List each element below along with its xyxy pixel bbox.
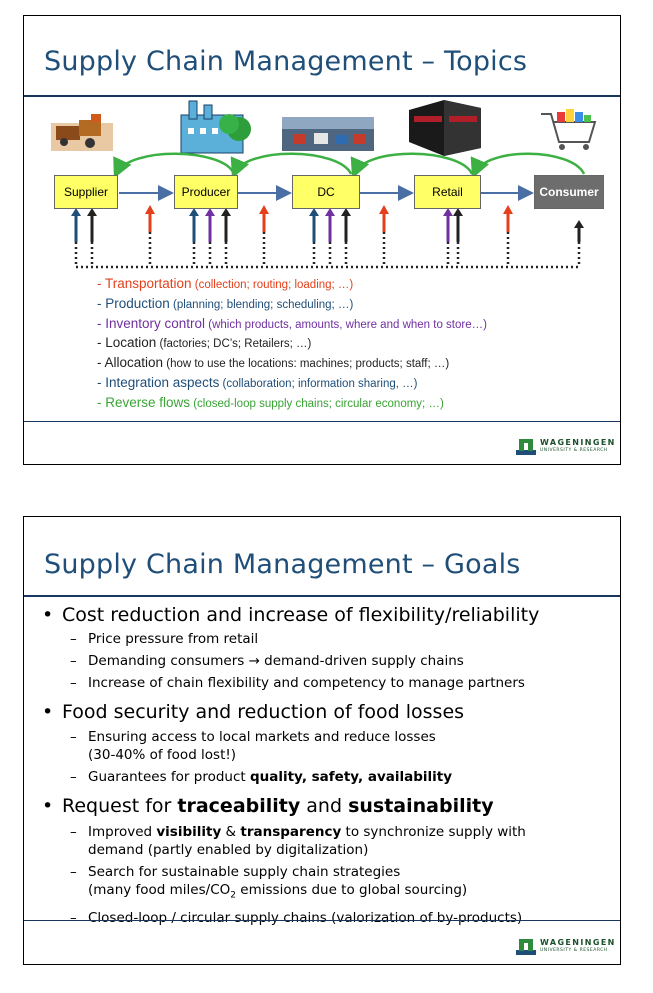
footer-rule <box>24 421 620 422</box>
slide-title: Supply Chain Management – Goals <box>44 549 521 580</box>
goal-traceability: Request for traceability and sustainabil… <box>38 794 618 818</box>
footer-rule <box>24 920 620 921</box>
topic-reverse-flows: - Reverse flows (closed-loop supply chai… <box>97 395 487 415</box>
warehouse-icon <box>282 117 374 151</box>
slide-topics: Supply Chain Management – Topics <box>23 15 621 465</box>
goals-list: Cost reduction and increase of flexibili… <box>38 603 618 927</box>
goal-sub-item: –Increase of chain flexibility and compe… <box>38 674 618 692</box>
node-dc: DC <box>292 175 360 209</box>
title-rule <box>24 595 620 597</box>
wageningen-logo-icon <box>516 938 536 956</box>
goal-sub-item: –Ensuring access to local markets and re… <box>38 728 618 764</box>
topic-integration: - Integration aspects (collaboration; in… <box>97 375 487 395</box>
topic-location: - Location (factories; DC’s; Retailers; … <box>97 335 487 355</box>
topic-inventory-control: - Inventory control (which products, amo… <box>97 316 487 336</box>
factory-icon <box>181 101 251 153</box>
topic-allocation: - Allocation (how to use the locations: … <box>97 355 487 375</box>
node-producer: Producer <box>174 175 238 209</box>
wageningen-logo-icon <box>516 438 536 456</box>
wageningen-logo: WAGENINGEN UNIVERSITY & RESEARCH <box>516 936 612 958</box>
goal-sub-item: –Guarantees for product quality, safety,… <box>38 768 618 786</box>
goal-food-security: Food security and reduction of food loss… <box>38 700 618 724</box>
goal-sub-item: –Improved visibility & transparency to s… <box>38 823 618 859</box>
harvester-icon <box>51 114 113 151</box>
goal-cost-reduction: Cost reduction and increase of flexibili… <box>38 603 618 627</box>
goal-sub-item: –Closed-loop / circular supply chains (v… <box>38 909 618 927</box>
goal-sub-item: –Price pressure from retail <box>38 630 618 648</box>
node-retail: Retail <box>414 175 481 209</box>
topics-list: - Transportation (collection; routing; l… <box>97 276 487 415</box>
slide-goals: Supply Chain Management – Goals Cost red… <box>23 516 621 965</box>
reverse-flow-arrows <box>116 154 584 174</box>
wageningen-logo: WAGENINGEN UNIVERSITY & RESEARCH <box>516 436 612 458</box>
shopping-cart-icon <box>541 109 595 150</box>
supply-chain-diagram <box>24 16 622 276</box>
information-line <box>76 232 579 267</box>
topic-production: - Production (planning; blending; schedu… <box>97 296 487 316</box>
node-consumer: Consumer <box>534 175 604 209</box>
store-building-icon <box>409 100 481 156</box>
goal-sub-item: –Search for sustainable supply chain str… <box>38 863 618 905</box>
topic-transportation: - Transportation (collection; routing; l… <box>97 276 487 296</box>
node-supplier: Supplier <box>54 175 118 209</box>
goal-sub-item: –Demanding consumers → demand-driven sup… <box>38 652 618 670</box>
